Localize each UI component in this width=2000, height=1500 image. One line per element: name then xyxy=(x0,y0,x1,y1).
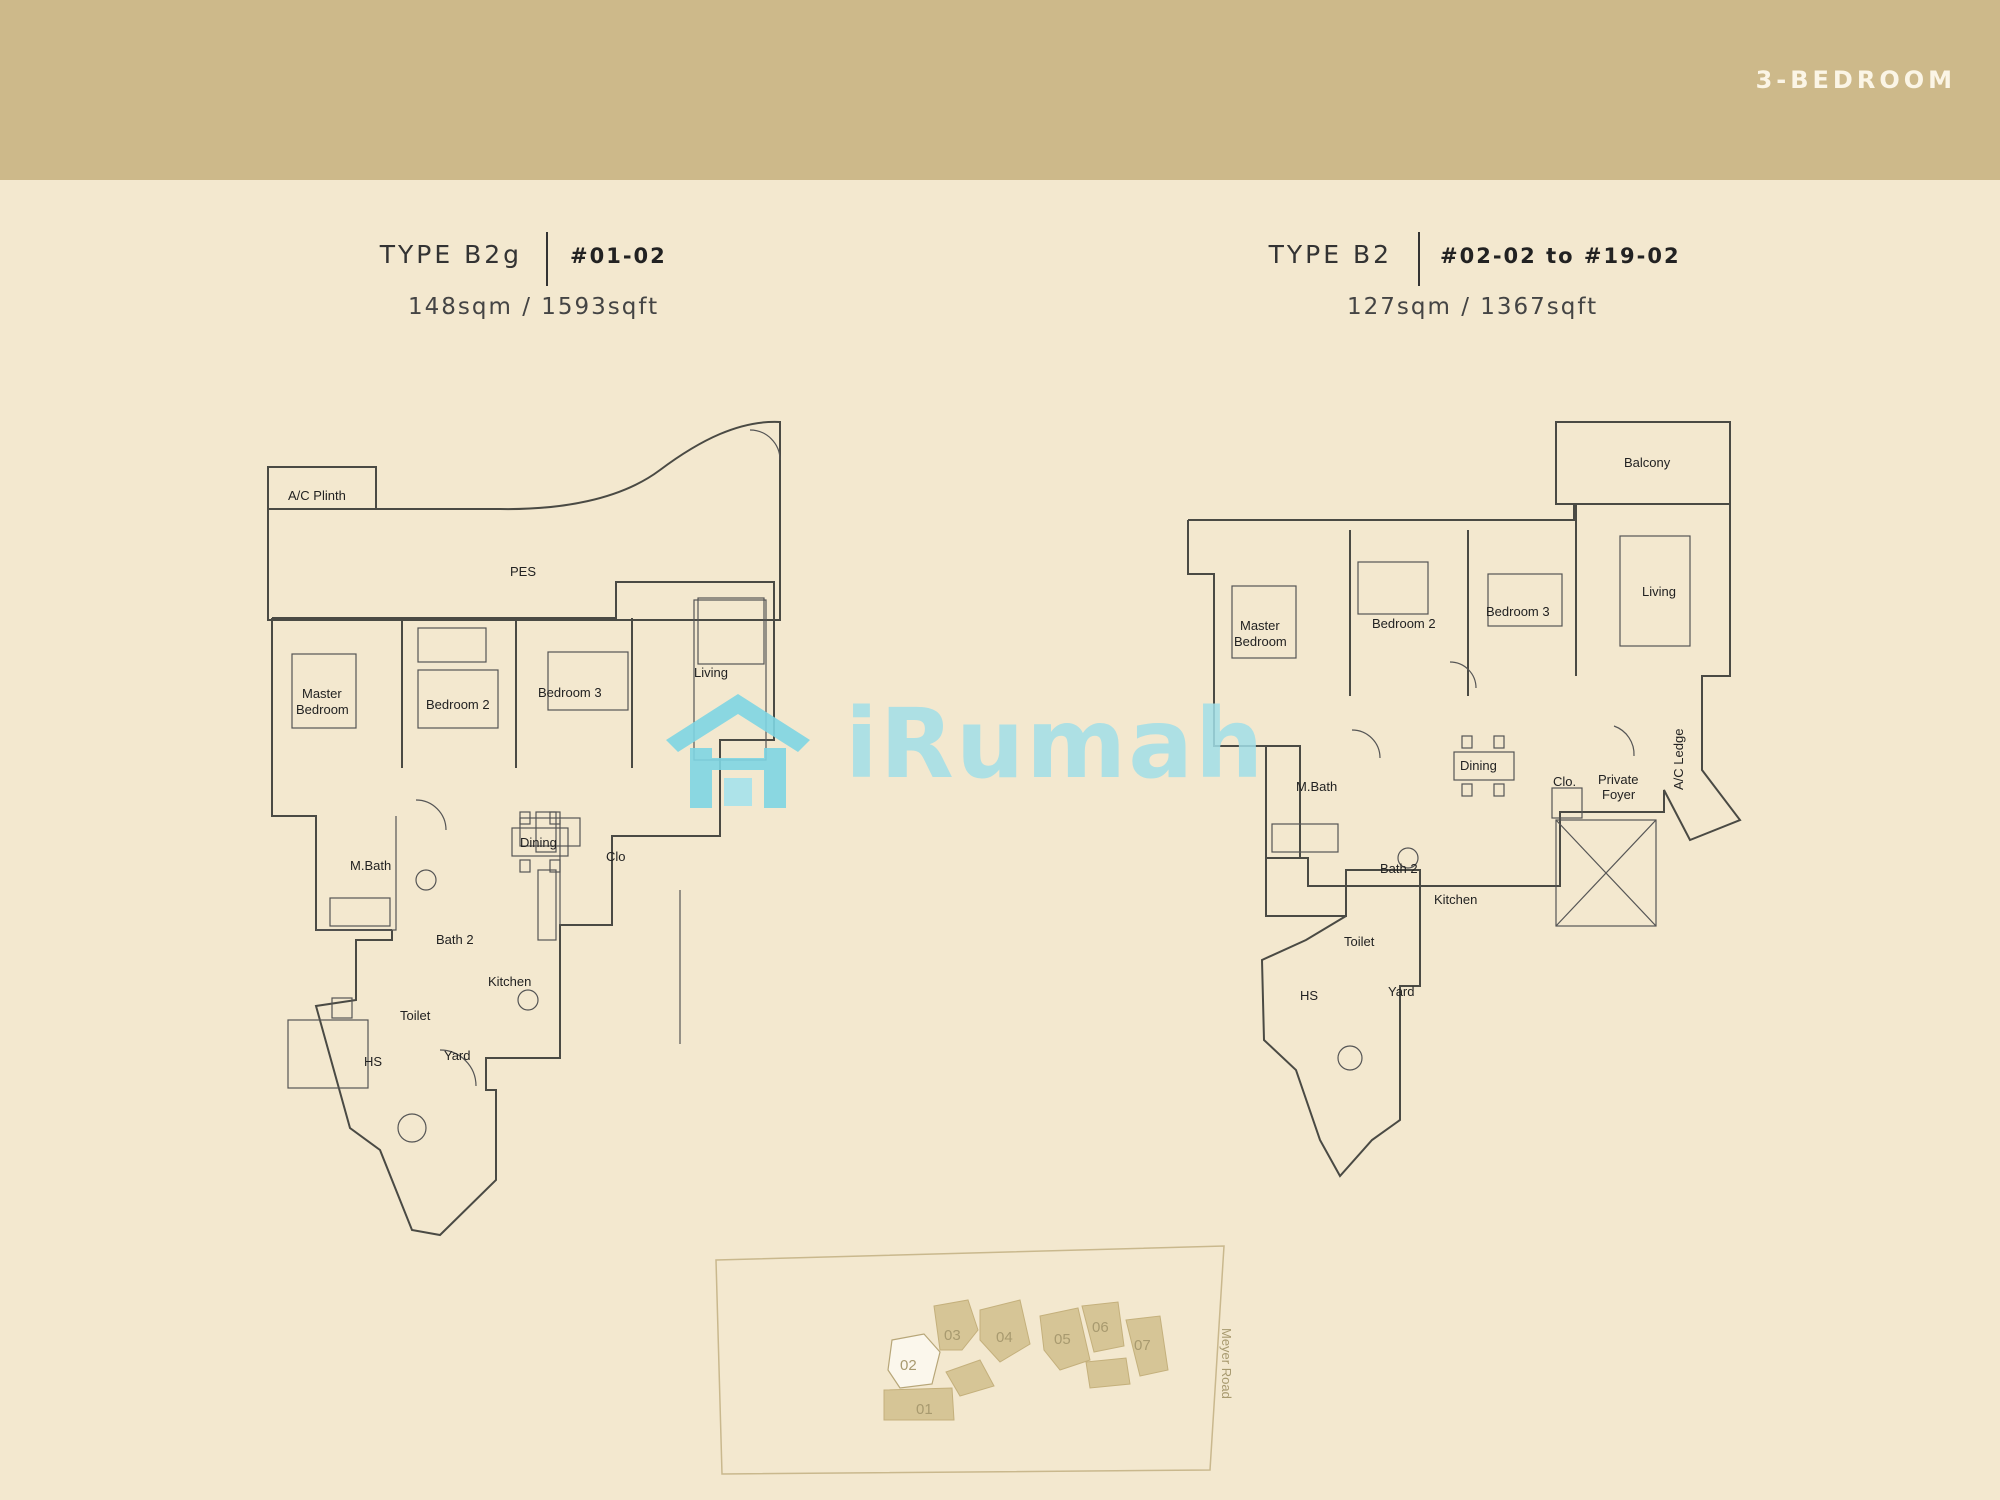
key-plan-label-04: 04 xyxy=(996,1329,1013,1346)
category-title: 3-BEDROOM xyxy=(1755,66,1956,94)
plan-right-mbath: M.Bath xyxy=(1296,779,1337,794)
plan-left-clo: Clo xyxy=(606,849,626,864)
plan-right-master-bedroom-line2: Bedroom xyxy=(1234,634,1287,649)
plan-right-dining-table xyxy=(1453,735,1515,797)
watermark-text: iRumah xyxy=(845,688,1266,800)
plan-left-bedroom2: Bedroom 2 xyxy=(426,697,490,712)
plan-right-area: 127sqm / 1367sqft xyxy=(1347,294,1599,320)
key-plan-label-03: 03 xyxy=(944,1327,961,1344)
key-plan-road-label: Meyer Road xyxy=(1219,1328,1234,1399)
plan-right-kitchen: Kitchen xyxy=(1434,892,1477,907)
plan-left-bedroom3: Bedroom 3 xyxy=(538,685,602,700)
plan-right-yard: Yard xyxy=(1388,984,1415,999)
plan-right-heading: TYPE B2 #02-02 to #19-02 127sqm / 1367sq… xyxy=(0,232,2000,332)
key-plan-frame xyxy=(715,1245,1225,1475)
plan-right-toilet: Toilet xyxy=(1344,934,1375,949)
key-plan-highlighted-block xyxy=(887,1333,941,1389)
plan-left-ac-plinth: A/C Plinth xyxy=(288,488,346,503)
plan-right-units: #02-02 to #19-02 xyxy=(1440,244,1681,268)
plan-left-living: Living xyxy=(694,665,728,680)
plan-left-yard: Yard xyxy=(444,1048,471,1063)
plan-right-type: TYPE B2 xyxy=(1268,240,1392,269)
plan-left-bath2: Bath 2 xyxy=(436,932,474,947)
key-plan-label-07: 07 xyxy=(1134,1337,1151,1354)
plan-left-walls xyxy=(267,420,781,1237)
plan-left-dining-table xyxy=(511,811,569,873)
plan-left-toilet: Toilet xyxy=(400,1008,431,1023)
plan-left-type: TYPE B2g xyxy=(379,240,522,269)
plan-left-divider xyxy=(546,232,548,286)
plan-left-heading: TYPE B2g #01-02 148sqm / 1593sqft xyxy=(0,232,2000,332)
key-plan-label-05: 05 xyxy=(1054,1331,1071,1348)
plan-right-master-bedroom-line1: Master xyxy=(1240,618,1280,633)
plan-right-clo: Clo. xyxy=(1553,774,1576,789)
plan-left-master-bedroom-line1: Master xyxy=(302,686,342,701)
key-plan-label-02: 02 xyxy=(900,1357,917,1374)
plan-left-hs: HS xyxy=(364,1054,382,1069)
plan-right-divider xyxy=(1418,232,1420,286)
header-band xyxy=(0,0,2000,180)
plan-right-private-foyer-line2: Foyer xyxy=(1602,787,1636,802)
plan-right-balcony: Balcony xyxy=(1624,455,1671,470)
plan-left-dining: Dining xyxy=(520,835,557,850)
plan-right-bedroom2: Bedroom 2 xyxy=(1372,616,1436,631)
plan-left-units: #01-02 xyxy=(570,244,667,268)
plan-right-dining: Dining xyxy=(1460,758,1497,773)
key-plan-label-06: 06 xyxy=(1092,1319,1109,1336)
watermark-house-icon xyxy=(666,694,810,808)
plan-left-area: 148sqm / 1593sqft xyxy=(408,294,660,320)
plan-left-mbath: M.Bath xyxy=(350,858,391,873)
plan-right-ac-ledge: A/C Ledge xyxy=(1671,729,1686,790)
key-plan-label-01: 01 xyxy=(916,1401,933,1418)
plan-left-master-bedroom-line2: Bedroom xyxy=(296,702,349,717)
plan-right-living: Living xyxy=(1642,584,1676,599)
plan-right-bedroom3: Bedroom 3 xyxy=(1486,604,1550,619)
plan-right-hs: HS xyxy=(1300,988,1318,1003)
plan-right-bath2: Bath 2 xyxy=(1380,861,1418,876)
key-plan-blocks xyxy=(883,1299,1169,1421)
plan-right-walls xyxy=(1187,421,1742,1178)
plan-left-kitchen: Kitchen xyxy=(488,974,531,989)
plan-right-private-foyer-line1: Private xyxy=(1598,772,1638,787)
plan-left-pes: PES xyxy=(510,564,536,579)
